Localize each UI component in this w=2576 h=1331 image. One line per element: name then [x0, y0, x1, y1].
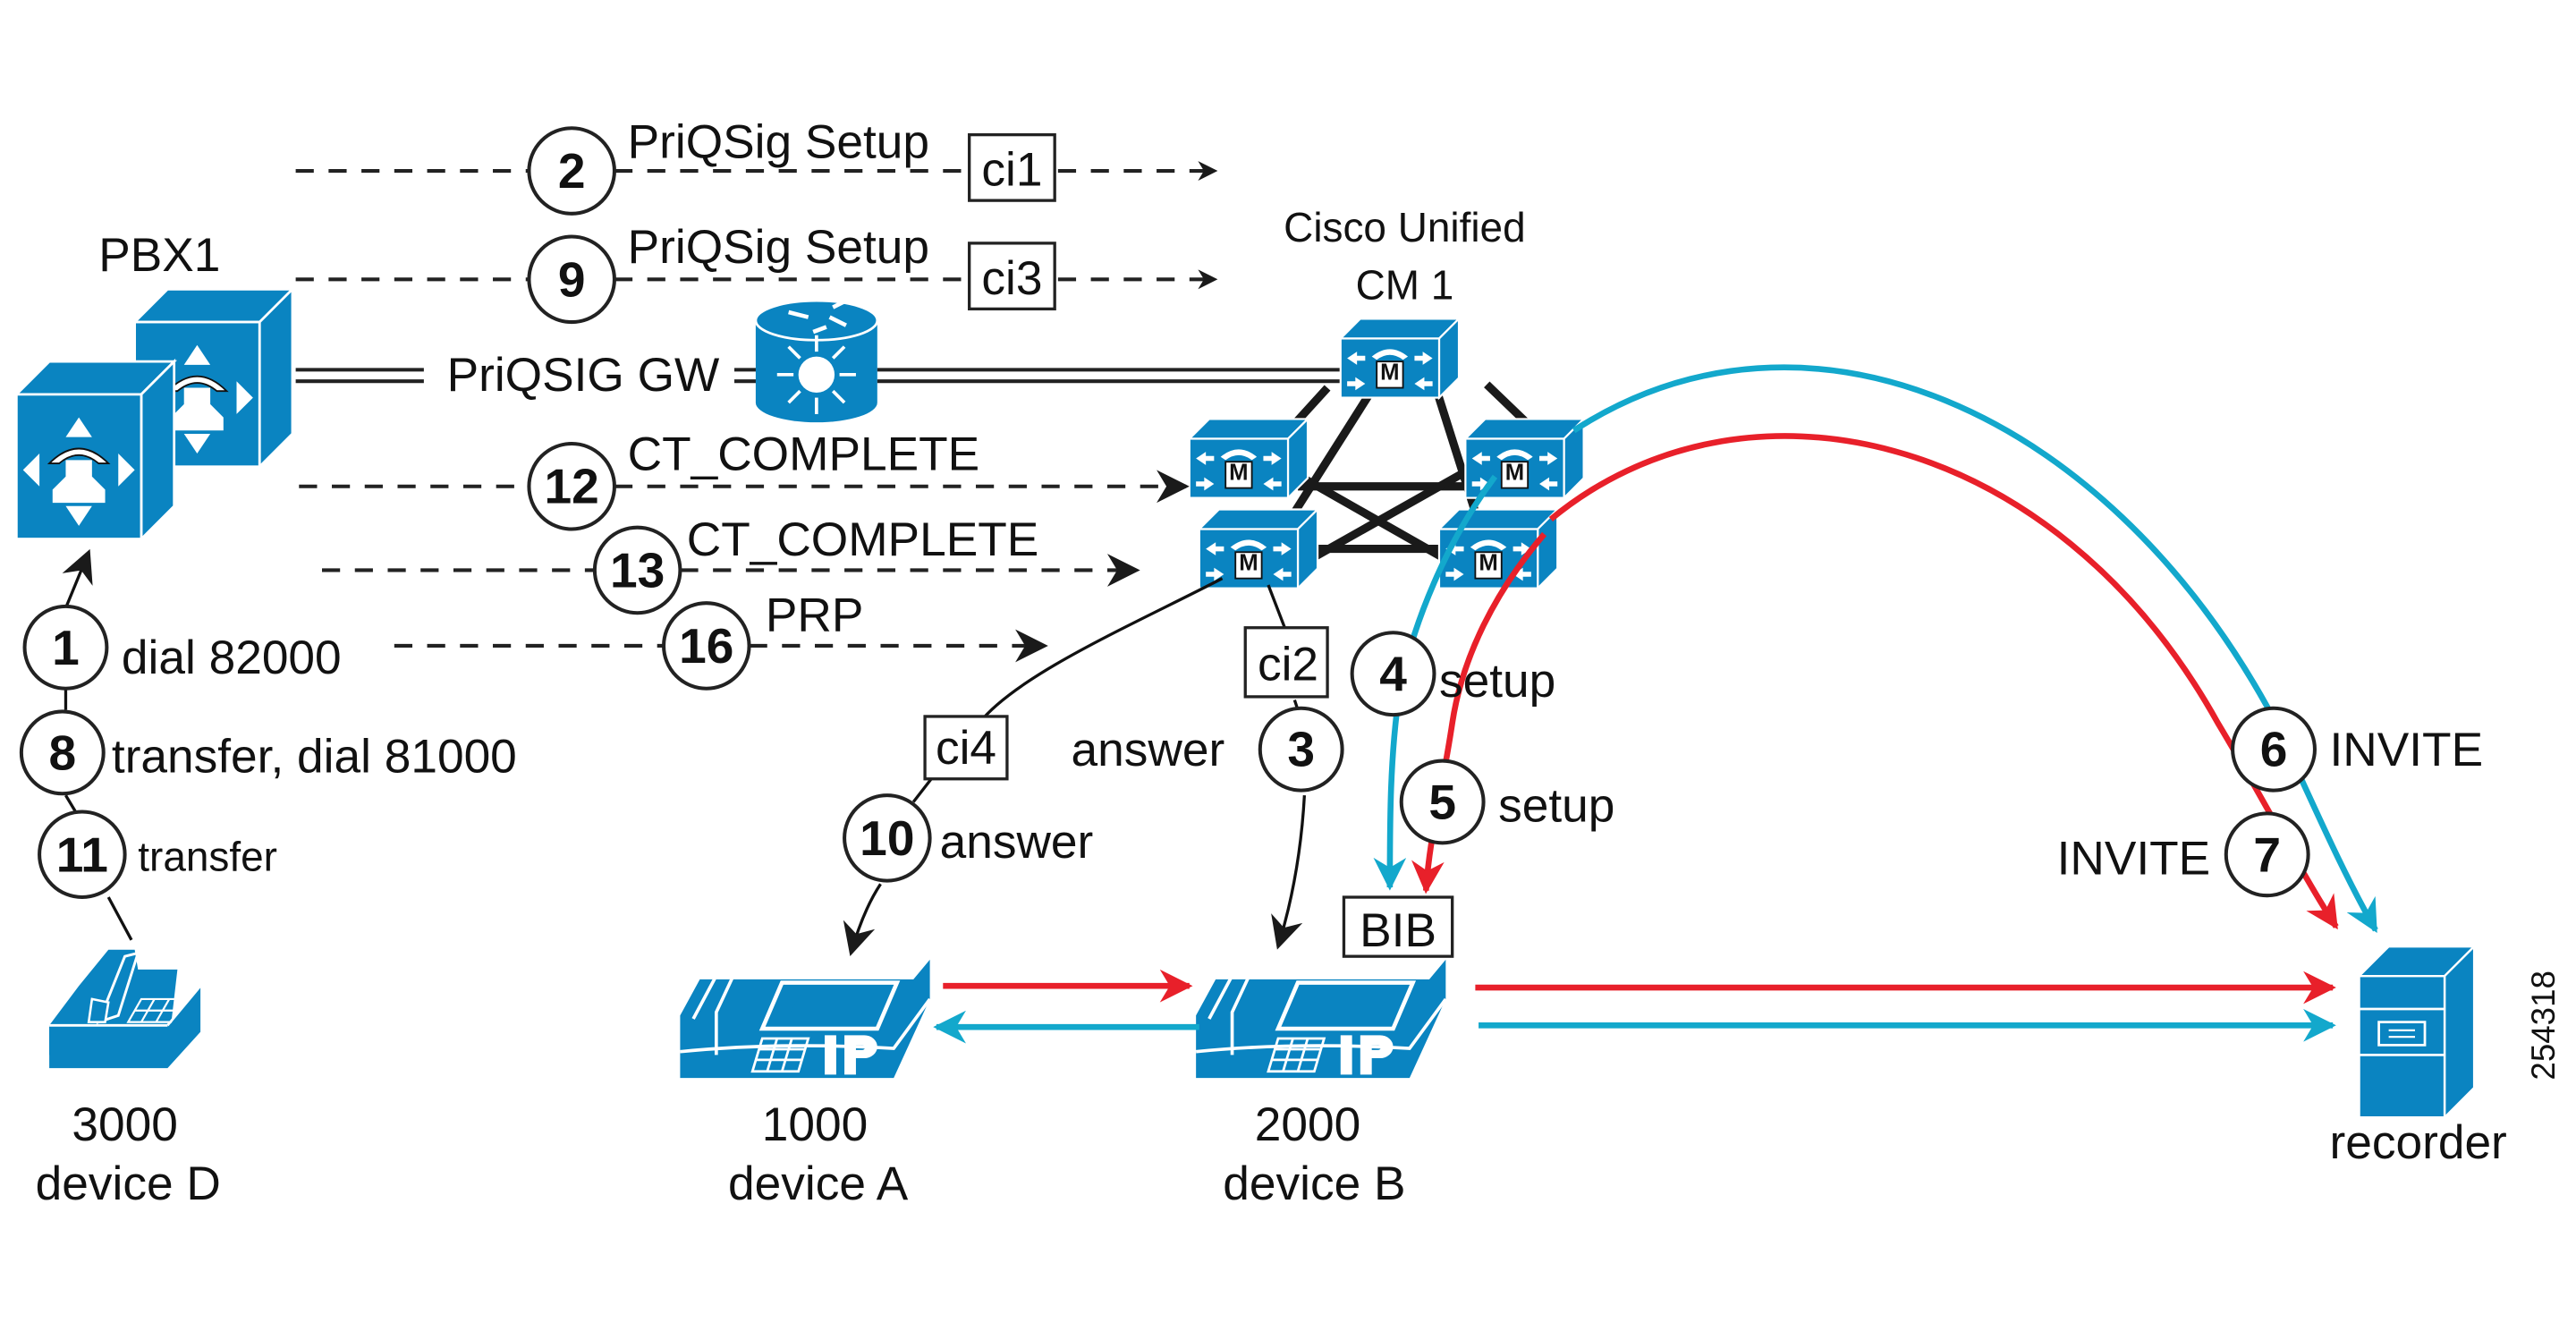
bib-box: [1342, 895, 1454, 958]
cm-badge: M: [1239, 550, 1258, 575]
device-b-number: 2000: [1255, 1098, 1360, 1151]
ip-phone-icon: [680, 960, 929, 1078]
svg-text:10: 10: [860, 810, 914, 866]
step-marker-13: 13: [592, 525, 682, 615]
step-7-label: INVITE: [2057, 832, 2211, 885]
step-5-label: setup: [1498, 780, 1614, 833]
call-id-box: [968, 242, 1056, 311]
gateway-label: PriQSIG GW: [447, 349, 720, 402]
device-a-name: device A: [728, 1157, 909, 1210]
pbx-label: PBX1: [98, 229, 220, 282]
call-id-box: [923, 715, 1009, 781]
step-3-label: answer: [1072, 724, 1225, 776]
step-marker-7: 7: [2224, 811, 2310, 898]
connector-line: [64, 794, 77, 813]
step-10-arrow: [843, 883, 882, 957]
svg-text:1: 1: [52, 620, 80, 675]
ci4-connector: [978, 577, 1224, 725]
pbx-icon: [14, 360, 176, 540]
call-manager-icon: [1437, 508, 1559, 589]
step-marker-5: 5: [1399, 759, 1486, 845]
step-marker-3: 3: [1258, 706, 1344, 793]
step-marker-12: 12: [527, 441, 616, 531]
step-marker-4: 4: [1350, 631, 1436, 717]
call-id-label: ci1: [981, 144, 1042, 197]
step-1-label: dial 82000: [122, 632, 342, 684]
step-6-arrow: [1572, 364, 2378, 933]
cm-badge: M: [1479, 550, 1497, 575]
step-7-arrow: [1548, 433, 2339, 930]
step-marker-8: 8: [19, 709, 106, 796]
cm-badge: M: [1380, 360, 1399, 385]
cm-badge: M: [1229, 460, 1248, 485]
ip-phone-icon: [1196, 960, 1445, 1078]
svg-text:2: 2: [558, 143, 586, 199]
call-id-label: ci3: [981, 252, 1042, 305]
svg-text:11: 11: [56, 827, 108, 882]
svg-text:13: 13: [610, 542, 665, 598]
recorder-label: recorder: [2330, 1116, 2507, 1169]
svg-text:3: 3: [1287, 722, 1315, 777]
call-id-label: ci4: [936, 722, 996, 775]
ci2-connector: [1267, 584, 1286, 629]
call-manager-icon: [1339, 318, 1461, 399]
cm-badge: M: [1505, 460, 1524, 485]
step-marker-2: 2: [527, 126, 616, 216]
cluster-label-line1: Cisco Unified: [1284, 204, 1525, 250]
step-1-arrow: [62, 548, 93, 609]
step-8-label: transfer, dial 81000: [112, 730, 517, 783]
svg-text:5: 5: [1428, 774, 1456, 829]
device-a-number: 1000: [762, 1098, 868, 1151]
svg-text:12: 12: [545, 459, 599, 514]
cluster-mesh: [1284, 381, 1531, 572]
step-6-label: INVITE: [2329, 724, 2483, 776]
step-2-label: PriQSig Setup: [628, 115, 929, 168]
figure-id: 254318: [2525, 971, 2562, 1081]
analog-phone-icon: [49, 949, 202, 1069]
svg-text:4: 4: [1379, 646, 1407, 701]
device-d-number: 3000: [72, 1098, 177, 1151]
step-9-label: PriQSig Setup: [628, 221, 929, 274]
step-13-label: CT_COMPLETE: [687, 513, 1038, 566]
svg-text:9: 9: [558, 251, 586, 307]
device-d-name: device D: [36, 1157, 221, 1210]
call-id-box: [1243, 626, 1329, 699]
step-marker-11: 11: [38, 810, 127, 900]
step-12-label: CT_COMPLETE: [628, 428, 979, 480]
step-16-label: PRP: [766, 589, 863, 641]
call-id-label: ci2: [1258, 639, 1318, 691]
svg-text:16: 16: [679, 618, 733, 674]
step-marker-9: 9: [527, 234, 616, 325]
call-id-box: [968, 132, 1056, 202]
svg-text:6: 6: [2260, 722, 2288, 777]
step-4-label: setup: [1439, 655, 1555, 708]
step-3-arrow: [1271, 795, 1307, 950]
step-marker-10: 10: [843, 793, 932, 883]
call-manager-icon: [1198, 508, 1319, 589]
bib-label: BIB: [1360, 904, 1436, 957]
step-marker-6: 6: [2231, 706, 2317, 793]
step-marker-16: 16: [662, 601, 751, 691]
step-11-label: transfer: [138, 834, 277, 880]
call-manager-icon: [1188, 418, 1309, 499]
svg-text:8: 8: [48, 725, 76, 780]
cluster-label-line2: CM 1: [1356, 261, 1454, 308]
call-manager-icon: [1464, 418, 1585, 499]
svg-text:7: 7: [2253, 827, 2281, 882]
step-10-label: answer: [940, 816, 1094, 869]
router-icon: [754, 299, 879, 423]
device-b-name: device B: [1223, 1157, 1405, 1210]
recorder-server-icon: [2356, 944, 2478, 1121]
connector-line: [106, 896, 133, 941]
step-marker-1: 1: [22, 604, 109, 691]
